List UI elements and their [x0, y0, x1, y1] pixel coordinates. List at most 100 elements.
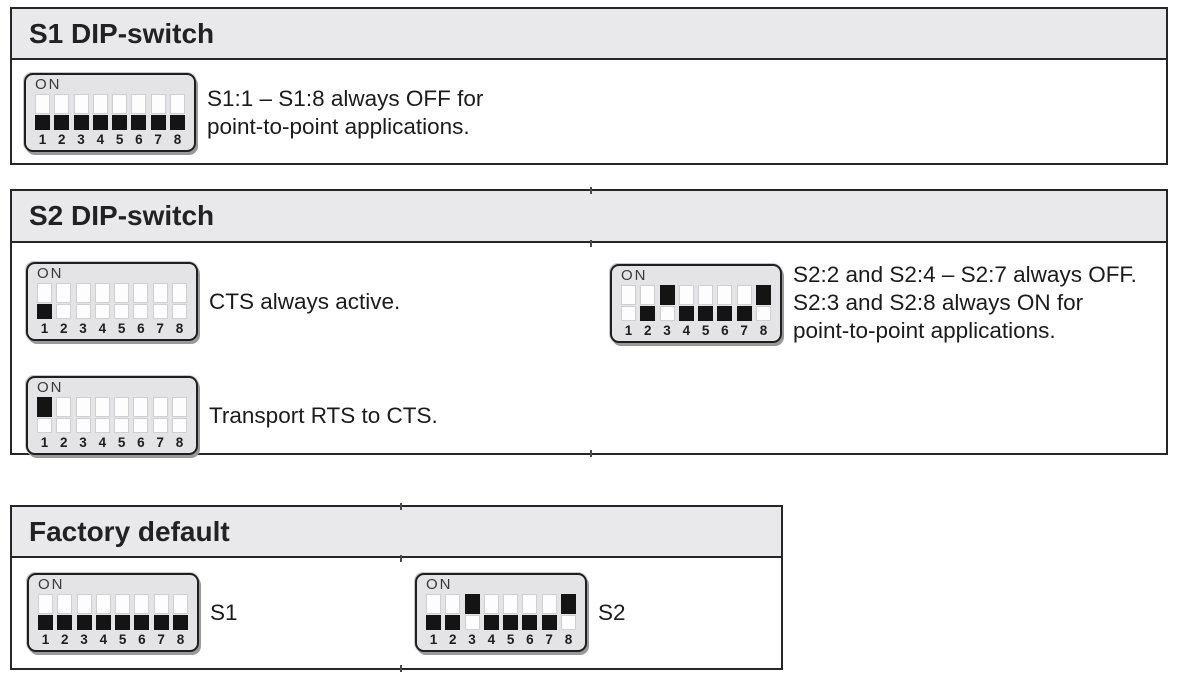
dip-position-2-off: 2	[445, 594, 461, 647]
caption-line: S1:1 – S1:8 always OFF for	[207, 85, 484, 111]
dip-position-3-off: 3	[76, 594, 92, 647]
slot-off-position	[503, 615, 519, 630]
column-divider-tick	[590, 450, 592, 457]
slot-off-position	[659, 305, 675, 321]
slot-on-position	[37, 397, 52, 417]
slot-on-position	[92, 94, 108, 114]
slot-off-position	[134, 615, 150, 630]
dip-position-3-off: 3	[73, 94, 89, 147]
dip-number: 1	[624, 322, 633, 338]
section-s2-header: S2 DIP-switch	[12, 191, 1166, 243]
slot-on-position	[94, 283, 110, 303]
slot-on-position	[640, 284, 656, 305]
dip-number: 6	[135, 132, 143, 147]
slot-off-position	[92, 115, 108, 130]
dip-position-6-na: 6	[133, 283, 149, 336]
slot-off-position	[131, 115, 147, 130]
slot-off-position	[698, 305, 714, 321]
caption-line: S2	[598, 599, 626, 625]
dip-number: 6	[137, 435, 145, 450]
slot-on-position	[133, 283, 149, 303]
dip-number: 2	[58, 132, 66, 147]
dip-position-3-on: 3	[659, 284, 675, 338]
slot-on-position	[171, 397, 187, 417]
slot-on-position	[717, 284, 733, 305]
dip-position-5-off: 5	[112, 94, 128, 147]
slot-off-position	[115, 615, 131, 630]
slot-off-position	[94, 418, 110, 433]
slot-off-position	[464, 615, 480, 630]
slot-off-position	[114, 304, 130, 319]
dip-position-5-off: 5	[503, 594, 519, 647]
slot-on-position	[755, 284, 771, 305]
caption-line: S2:2 and S2:4 – S2:7 always OFF.	[793, 262, 1137, 287]
slot-on-position	[560, 594, 576, 614]
dip-position-3-on: 3	[464, 594, 480, 647]
slot-on-position	[114, 283, 130, 303]
slot-on-position	[94, 397, 110, 417]
caption-line: CTS always active.	[209, 288, 401, 314]
column-divider-tick	[590, 187, 592, 194]
dip-number: 5	[117, 321, 126, 336]
dip-number: 7	[545, 632, 553, 647]
slot-on-position	[75, 283, 91, 303]
slot-on-position	[112, 94, 128, 114]
dip-on-label: ON	[35, 76, 62, 93]
slot-on-position	[134, 594, 150, 614]
slot-on-position	[37, 283, 52, 303]
dip-on-label: ON	[37, 379, 64, 396]
slot-off-position	[153, 615, 169, 630]
slot-on-position	[483, 594, 499, 614]
slot-on-position	[659, 284, 675, 305]
dip-position-2-off: 2	[640, 284, 656, 338]
dip-position-1-off: 1	[35, 94, 50, 147]
slot-on-position	[426, 594, 441, 614]
section-s1-header: S1 DIP-switch	[12, 9, 1166, 60]
slot-off-position	[172, 615, 188, 630]
dip-number: 5	[117, 435, 126, 450]
dip-position-5-na: 5	[114, 397, 130, 450]
section-s2-title: S2 DIP-switch	[29, 200, 215, 231]
slot-on-position	[541, 594, 557, 614]
caption-line: S1	[210, 599, 238, 625]
dip-number: 4	[98, 435, 107, 450]
dip-number: 6	[526, 632, 534, 647]
dip-position-4-off: 4	[483, 594, 499, 647]
slot-off-position	[152, 418, 168, 433]
dip-number: 2	[60, 321, 68, 336]
column-divider-tick	[590, 240, 592, 247]
caption-line: point-to-point applications.	[207, 113, 470, 139]
dip-position-1-on: 1	[37, 397, 52, 450]
slot-off-position	[112, 115, 128, 130]
dip-position-4-off: 4	[95, 594, 111, 647]
dip-number: 6	[721, 322, 729, 338]
slot-off-position	[171, 304, 187, 319]
dip-on-label: ON	[426, 576, 453, 593]
dip-position-1-off: 1	[38, 594, 53, 647]
dip-number: 8	[176, 632, 185, 647]
slot-on-position	[152, 397, 168, 417]
dip-position-1-off: 1	[37, 283, 52, 336]
dip-number: 4	[99, 632, 108, 647]
slot-off-position	[76, 615, 92, 630]
diagram-caption: S1	[210, 599, 238, 627]
dip-number: 1	[40, 321, 49, 336]
slot-off-position	[541, 615, 557, 630]
dip-number: 7	[154, 132, 162, 147]
dip-number: 1	[429, 632, 438, 647]
slot-off-position	[35, 115, 50, 130]
slot-off-position	[152, 304, 168, 319]
slot-off-position	[621, 305, 636, 321]
slot-on-position	[464, 594, 480, 614]
